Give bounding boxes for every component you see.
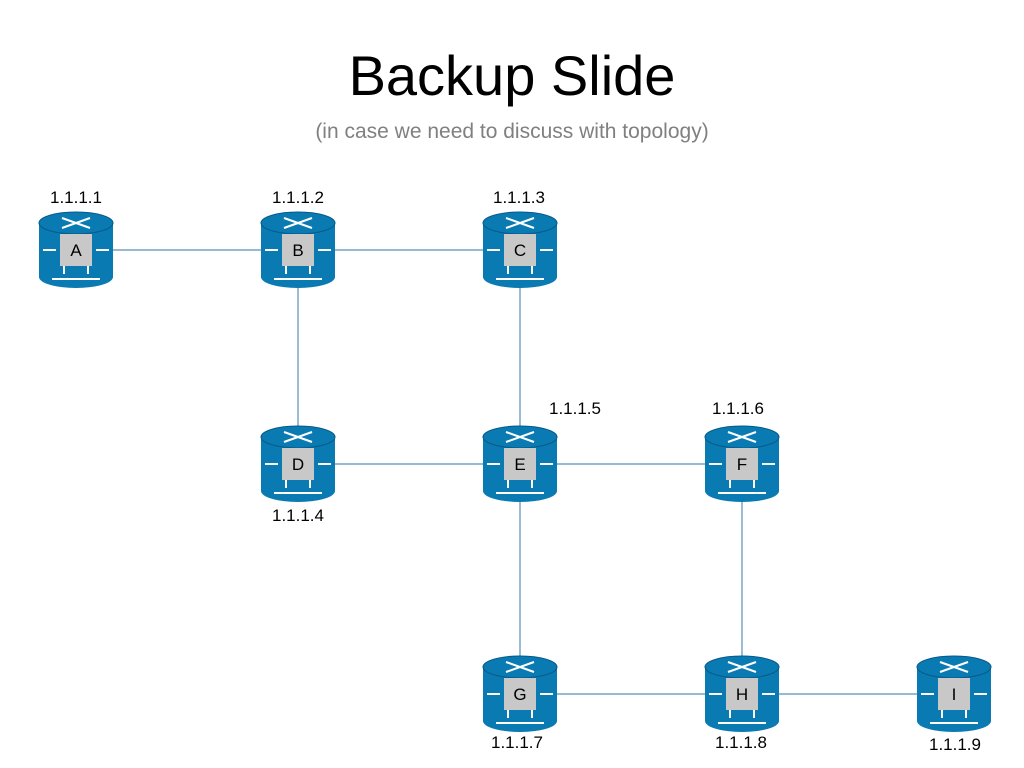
router-c[interactable]: C bbox=[482, 211, 558, 288]
router-letter: D bbox=[292, 455, 304, 474]
router-label-box bbox=[60, 234, 92, 266]
router-label-box bbox=[504, 448, 536, 480]
router-letter: B bbox=[292, 241, 303, 260]
router-letter: H bbox=[736, 685, 748, 704]
router-letter: E bbox=[514, 455, 525, 474]
router-d[interactable]: D bbox=[260, 425, 336, 502]
router-f[interactable]: F bbox=[704, 425, 780, 502]
ip-label-f: 1.1.1.6 bbox=[712, 399, 764, 418]
router-letter: F bbox=[737, 455, 747, 474]
router-arrows-icon bbox=[487, 431, 553, 494]
router-letter: G bbox=[513, 685, 526, 704]
ip-label-d: 1.1.1.4 bbox=[272, 506, 324, 525]
router-letter: C bbox=[514, 241, 526, 260]
router-label-box bbox=[282, 234, 314, 266]
ip-label-g: 1.1.1.7 bbox=[491, 733, 543, 752]
ip-label-a: 1.1.1.1 bbox=[50, 188, 102, 207]
router-a[interactable]: A bbox=[38, 211, 114, 288]
router-arrows-icon bbox=[921, 661, 987, 724]
ip-label-i: 1.1.1.9 bbox=[929, 735, 981, 754]
nodes-layer: A B C D E F G H I bbox=[38, 211, 992, 732]
router-label-box bbox=[938, 678, 970, 710]
router-label-box bbox=[504, 678, 536, 710]
ip-label-h: 1.1.1.8 bbox=[715, 733, 767, 752]
router-h[interactable]: H bbox=[704, 655, 780, 732]
router-arrows-icon bbox=[265, 217, 331, 280]
router-i[interactable]: I bbox=[916, 655, 992, 732]
router-arrows-icon bbox=[265, 431, 331, 494]
router-arrows-icon bbox=[709, 661, 775, 724]
router-label-box bbox=[282, 448, 314, 480]
router-arrows-icon bbox=[487, 217, 553, 280]
router-label-box bbox=[726, 678, 758, 710]
ip-label-b: 1.1.1.2 bbox=[272, 188, 324, 207]
router-letter: A bbox=[70, 241, 82, 260]
router-g[interactable]: G bbox=[482, 655, 558, 732]
router-arrows-icon bbox=[487, 661, 553, 724]
ip-label-e: 1.1.1.5 bbox=[549, 399, 601, 418]
router-letter: I bbox=[952, 685, 957, 704]
router-arrows-icon bbox=[43, 217, 109, 280]
ip-label-c: 1.1.1.3 bbox=[493, 188, 545, 207]
router-e[interactable]: E bbox=[482, 425, 558, 502]
slide-subtitle: (in case we need to discuss with topolog… bbox=[315, 120, 709, 143]
router-label-box bbox=[504, 234, 536, 266]
slide-title: Backup Slide bbox=[348, 44, 676, 107]
router-b[interactable]: B bbox=[260, 211, 336, 288]
router-label-box bbox=[726, 448, 758, 480]
router-arrows-icon bbox=[709, 431, 775, 494]
